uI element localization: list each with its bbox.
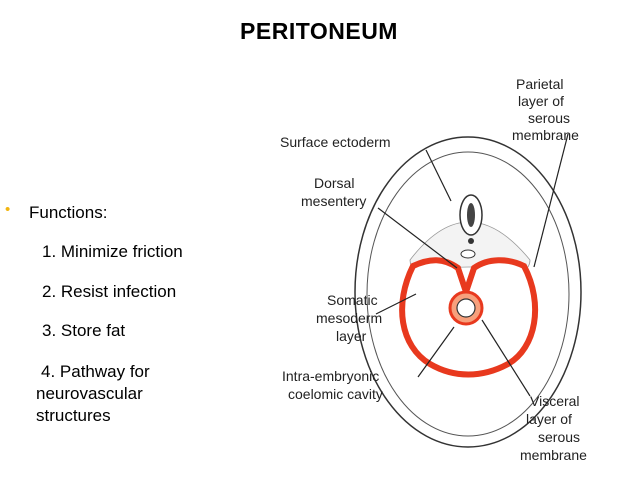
label-coelomic-cavity: Intra-embryonic coelomic cavity bbox=[282, 368, 383, 402]
leader-coelomic-cavity bbox=[417, 326, 455, 378]
embryo-inner-wall bbox=[366, 151, 570, 437]
label-visceral: Visceral layer of serous membrane bbox=[520, 393, 587, 463]
function-item-line: structures bbox=[36, 406, 111, 425]
function-item-line: neurovascular bbox=[36, 384, 143, 403]
peritoneum-diagram: Parietal layer of serous membrane Surfac… bbox=[280, 76, 587, 463]
neural-canal bbox=[467, 203, 475, 227]
leader-surface-ectoderm bbox=[425, 149, 452, 202]
function-item-multiline: 4. Pathway for neurovascular structures bbox=[36, 361, 150, 427]
label-parietal: Parietal layer of serous membrane bbox=[512, 76, 579, 143]
bullet-icon: • bbox=[5, 201, 11, 218]
functions-heading: Functions: bbox=[29, 203, 108, 222]
notochord bbox=[468, 238, 474, 244]
function-item-line: 4. Pathway for bbox=[41, 362, 150, 381]
leader-somatic-mesoderm bbox=[375, 293, 417, 315]
label-dorsal-mesentery: Dorsal mesentery bbox=[301, 175, 366, 209]
leader-visceral bbox=[481, 319, 531, 397]
label-surface-ectoderm: Surface ectoderm bbox=[280, 134, 391, 150]
function-item: 1. Minimize friction bbox=[42, 242, 183, 261]
leader-parietal bbox=[533, 133, 569, 268]
gut-lumen bbox=[456, 298, 476, 318]
function-item: 2. Resist infection bbox=[42, 282, 177, 301]
leader-dorsal-mesentery bbox=[377, 207, 458, 269]
aorta bbox=[460, 249, 476, 259]
label-somatic-mesoderm: Somatic mesoderm layer bbox=[316, 292, 386, 344]
page-title: PERITONEUM bbox=[240, 18, 398, 44]
function-item: 3. Store fat bbox=[42, 321, 126, 340]
